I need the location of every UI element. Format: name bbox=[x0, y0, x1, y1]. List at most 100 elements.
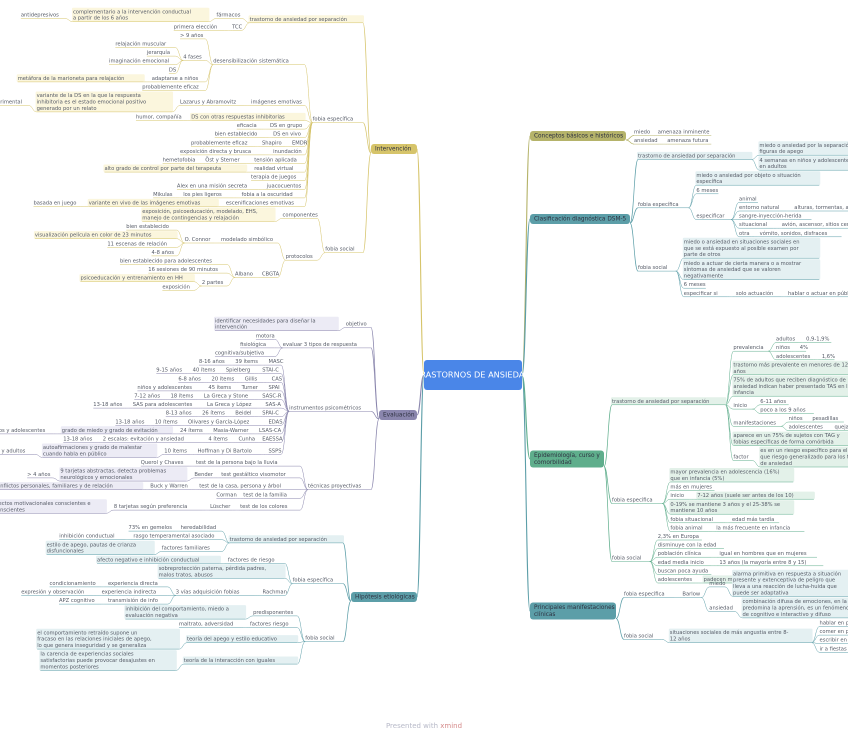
node-trastorno-de-ansiedad-por-separacion[interactable]: trastorno de ansiedad por separación bbox=[637, 151, 753, 160]
node-6-meses[interactable]: 6 meses bbox=[696, 188, 718, 195]
node-fobia-social[interactable]: fobia social bbox=[325, 247, 363, 253]
node-fobia-social[interactable]: fobia social bbox=[305, 636, 343, 642]
node-75-de-adultos-que-reciben-diagnostico-de[interactable]: 75% de adultos que reciben diagnóstico d… bbox=[732, 375, 848, 397]
node-ssps[interactable]: SSPS bbox=[268, 448, 282, 455]
node-2-partes[interactable]: 2 partes bbox=[201, 280, 228, 287]
node-fobia-especifica[interactable]: fobia específica bbox=[624, 591, 675, 598]
node-edad-media-inicio[interactable]: edad media inicio bbox=[657, 560, 712, 567]
node-teoria-del-apego-y-estilo-educativo[interactable]: teoría del apego y estilo educativo bbox=[185, 635, 299, 643]
node-adultos[interactable]: adultos bbox=[776, 337, 799, 343]
node-entorno-natural[interactable]: entorno natural bbox=[739, 205, 787, 212]
node-trastorno-de-ansiedad-por-separacion[interactable]: trastorno de ansiedad por separación bbox=[611, 397, 727, 406]
node-alex-en-una-mision-secreta[interactable]: Alex en una misión secreta bbox=[176, 182, 259, 190]
node-metafora-de-la-marioneta-para-relajacion[interactable]: metáfora de la marioneta para relajación bbox=[16, 74, 145, 83]
node-ds-con-otras-respuestas-inhibitorias[interactable]: DS con otras respuestas inhibitorias bbox=[190, 112, 306, 121]
node-eaessa[interactable]: EAESSA bbox=[262, 436, 283, 443]
node-emdr[interactable]: EMDR bbox=[292, 140, 308, 147]
node-poblacion-clinica[interactable]: población clínica bbox=[657, 550, 712, 558]
node-test-de-la-casa-persona-y-arbol[interactable]: test de la casa, persona y árbol bbox=[199, 483, 300, 490]
node-18-items[interactable]: 18 ítems bbox=[170, 392, 196, 400]
node-45-items[interactable]: 45 ítems bbox=[208, 384, 234, 392]
node-complementario-a-la-intervencion-conduct[interactable]: complementario a la intervención conduct… bbox=[71, 7, 210, 22]
node-13-18-anos[interactable]: 13-18 años bbox=[115, 419, 147, 426]
node-mikulas[interactable]: Mikulas bbox=[153, 192, 176, 199]
node-40-items[interactable]: 40 ítems bbox=[192, 367, 218, 374]
node-pesadillas[interactable]: pesadillas bbox=[812, 416, 844, 423]
node-albano[interactable]: Albano bbox=[235, 271, 254, 278]
node-13-18-anos[interactable]: 13-18 años bbox=[63, 436, 95, 443]
node-9-tarjetas-abstractas-detecta-problemas[interactable]: 9 tarjetas abstractas, detecta problemas… bbox=[59, 467, 188, 482]
node-los-pies-ligeros[interactable]: los pies ligeros bbox=[183, 192, 234, 199]
node-bien-establecido-para-adolescentes[interactable]: bien establecido para adolescentes bbox=[119, 258, 228, 265]
node-miedo[interactable]: miedo bbox=[634, 129, 650, 136]
node-tecnicas-proyectivas[interactable]: técnicas proyectivas bbox=[308, 483, 371, 490]
node-mayor-prevalencia-en-adolescencia-16[interactable]: mayor prevalencia en adolescencia (16%)q… bbox=[669, 468, 795, 483]
node-hemetofobia[interactable]: hemetofobia bbox=[162, 157, 198, 164]
node-inicio[interactable]: inicio bbox=[670, 493, 690, 500]
node-especificar[interactable]: especificar bbox=[696, 214, 732, 220]
node-tcc[interactable]: TCC bbox=[231, 24, 243, 31]
node-3-vias-adquisicion-fobias[interactable]: 3 vías adquisición fobias bbox=[175, 588, 255, 596]
node-rachman[interactable]: Rachman bbox=[262, 589, 287, 596]
node-ds-en-vivo[interactable]: DS en vivo bbox=[273, 132, 305, 138]
node-miedo-a-actuar-de-cierta-manera-o-a-most[interactable]: miedo a actuar de cierta manera o a most… bbox=[682, 259, 821, 280]
node-trastorno-de-ansiedad-por-separacion[interactable]: trastorno de ansiedad por separación bbox=[248, 15, 364, 24]
node-factores-riesgo[interactable]: factores riesgo bbox=[249, 622, 298, 628]
node-test-de-los-colores[interactable]: test de los colores bbox=[240, 504, 300, 511]
node-4-8-anos[interactable]: 4-8 años bbox=[151, 250, 177, 257]
node-alarma-primitiva-en-respuesta-a-situacio[interactable]: alarma primitiva en respuesta a situació… bbox=[732, 569, 848, 597]
node-exposicion-directa-y-brusca[interactable]: exposición directa y brusca bbox=[180, 148, 266, 156]
node-bender[interactable]: Bender bbox=[194, 472, 214, 479]
node-ninos-y-adolescentes[interactable]: niños y adolescentes bbox=[0, 428, 54, 435]
node-situacional[interactable]: situacional bbox=[739, 222, 774, 229]
node-ir-a-fiestas[interactable]: ir a fiestas bbox=[819, 646, 848, 653]
node-teoria-de-la-interaccion-con-iguales[interactable]: teoría de la interacción con iguales bbox=[182, 656, 299, 665]
node-imaginacion-emocional[interactable]: imaginación emocional bbox=[109, 58, 176, 65]
node-hablar-en-publico[interactable]: hablar en público bbox=[819, 619, 848, 627]
node-o-connor[interactable]: O. Connor bbox=[184, 237, 213, 244]
node-ds-en-grupo[interactable]: DS en grupo bbox=[269, 123, 305, 130]
node-vomito-sonidos-disfraces[interactable]: vómito, sonidos, disfraces bbox=[759, 230, 842, 238]
node-4-semanas-en-ninos-y-adolescentes-6-mese[interactable]: 4 semanas en niños y adolescentes, 6 mes… bbox=[758, 156, 848, 171]
node-fobia-social[interactable]: fobia social bbox=[624, 633, 662, 640]
node-exposicion[interactable]: exposición bbox=[162, 283, 194, 291]
node-shapiro[interactable]: Shapiro bbox=[261, 140, 284, 147]
node-la-greca-y-stone[interactable]: La Greca y Stone bbox=[203, 393, 255, 400]
node-factores-familiares[interactable]: factores familiares bbox=[161, 545, 222, 552]
node-miedo[interactable]: miedo bbox=[709, 581, 725, 588]
node-20-items[interactable]: 20 ítems bbox=[211, 375, 237, 383]
node-sangre-inyeccion-herida[interactable]: sangre-inyección-herida bbox=[739, 213, 812, 220]
node-miedo-o-ansiedad-por-la-separacion-de[interactable]: miedo o ansiedad por la separación defig… bbox=[758, 141, 848, 156]
node-factor[interactable]: factor bbox=[733, 455, 753, 461]
node-fobia-a-la-oscuridad[interactable]: fobia a la oscuridad bbox=[241, 192, 305, 199]
node-avion-ascensor-sitios-cerrados[interactable]: avión, ascensor, sitios cerrados bbox=[781, 221, 848, 229]
node-fobia-especifica[interactable]: fobia específica bbox=[292, 577, 343, 584]
node-13-anos-la-mayoria-entre-8-y-15[interactable]: 13 años (la mayoría entre 8 y 15) bbox=[719, 559, 824, 567]
node-variante-de-la-ds-en-la-que-la-respuesta[interactable]: variante de la DS en la que la respuesta… bbox=[35, 91, 174, 113]
node-disminuye-con-la-edad[interactable]: disminuye con la edad bbox=[657, 543, 724, 549]
node-turner[interactable]: Turner bbox=[241, 385, 261, 392]
node-barlow[interactable]: Barlow bbox=[682, 592, 702, 598]
node-expresion-y-observacion[interactable]: expresión y observación bbox=[21, 588, 94, 596]
node-igual-en-hombres-que-en-mujeres[interactable]: igual en hombres que en mujeres bbox=[719, 551, 817, 558]
node-8-tarjetas-segun-preferencia[interactable]: 8 tarjetas según preferencia bbox=[113, 503, 203, 511]
node-hoffman-y-di-bartolo[interactable]: Hoffman y Di Bartolo bbox=[197, 448, 261, 455]
node-sas-para-adolescentes[interactable]: SAS para adolescentes bbox=[132, 402, 199, 409]
node-8-16-anos[interactable]: 8-16 años bbox=[198, 359, 228, 366]
node-manifestaciones[interactable]: manifestaciones bbox=[733, 420, 781, 427]
node-comer-en-publico[interactable]: comer en público bbox=[819, 628, 848, 636]
node-edad-mas-tardia[interactable]: edad más tardía bbox=[731, 516, 780, 524]
node-ost-y-sterner[interactable]: Öst y Sterner bbox=[205, 156, 247, 164]
node-masc[interactable]: MASC bbox=[268, 359, 284, 366]
node-test-de-la-familia[interactable]: test de la familia bbox=[243, 492, 300, 499]
node-probablemente-eficaz[interactable]: probablemente eficaz bbox=[190, 140, 254, 147]
node-adolescentes[interactable]: adolescentes bbox=[776, 354, 814, 361]
node-73-en-gemelos[interactable]: 73% en gemelos bbox=[128, 525, 173, 532]
node-bien-establecido[interactable]: bien establecido bbox=[214, 132, 266, 138]
